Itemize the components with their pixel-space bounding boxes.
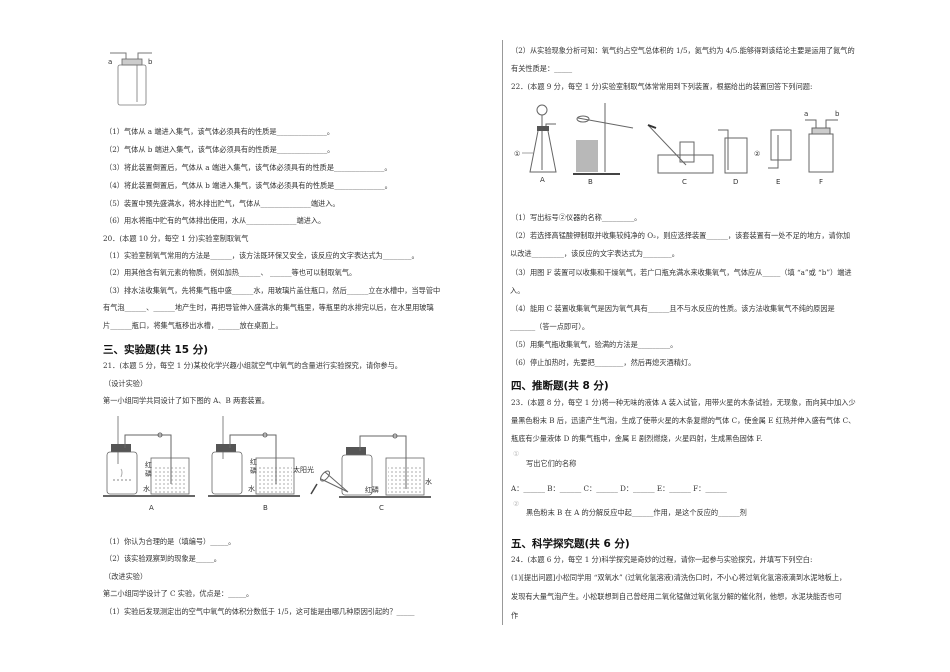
q19-item-3: （3）将此装置倒置后，气体从 a 端进入集气，该气体必须具有的性质是______… (105, 163, 392, 172)
design-label: （设计实验） (104, 379, 148, 388)
q21-item-1: （1）你认为合理的是（填编号）_____。 (105, 537, 236, 546)
design-text: 第一小组同学共同设计了如下图的 A、B 两套装置。 (103, 396, 269, 405)
svg-text:b: b (835, 110, 840, 118)
q24-line-4: 作 (511, 611, 519, 620)
section-4-heading: 四、推断题(共 8 分) (511, 380, 609, 392)
q22-title: 22．(本题 9 分，每空 1 分)实验室制取气体常常用到下列装置，根据给出的装… (511, 82, 813, 91)
fig-label-c: C (379, 504, 384, 512)
gas-bottle-figure: a b (108, 52, 153, 106)
svg-text:①: ① (514, 150, 520, 158)
svg-text:E: E (776, 178, 780, 186)
q22-item-2: （2）若选择高锰酸钾制取并收集较纯净的 O₂，则应选择装置______，该套装置… (511, 231, 851, 240)
q23-line-3: 瓶底有少量液体 D 的集气瓶中，金属 E 剧烈燃烧，火星四射，生成黑色固体 F. (511, 434, 763, 443)
svg-text:A: A (540, 176, 545, 184)
q21-title: 21．(本题 5 分，每空 1 分)某校化学兴趣小组就空气中氧气的含量进行实验探… (103, 361, 402, 370)
q19-item-6: （6）用水将瓶中贮有的气体排出使用，水从______________端进入。 (105, 216, 326, 225)
q20-title: 20．(本题 10 分，每空 1 分)实验室制取氧气 (103, 234, 249, 243)
q19-item-2: （2）气体从 b 端进入集气，该气体必须具有的性质是______________… (105, 145, 335, 154)
q22-item-4: （4）能用 C 装置收集氧气是因为氧气具有______且不与水反应的性质。该方法… (511, 304, 835, 313)
section-3-heading: 三、实验题(共 15 分) (103, 344, 209, 356)
svg-text:磷: 磷 (145, 469, 152, 478)
q22-item-2b: 以改进_________，该反应的文字表达式为________。 (510, 249, 679, 258)
label-b: b (148, 58, 153, 66)
q19-item-5: （5）装置中预先盛满水，将水排出贮气，气体从______________端进入。 (105, 199, 340, 208)
svg-text:②: ② (754, 150, 760, 158)
svg-text:红: 红 (145, 460, 152, 469)
q22-item-4b: _______（答一点即可）。 (510, 322, 590, 331)
q20-line-2: （2）用其他含有氧元素的物质，例如加热______、 ______等也可以制取氧… (105, 268, 357, 277)
sub1-circle-mark: ① (513, 450, 520, 458)
sub1-text: 写出它们的名称 (526, 459, 577, 468)
q21-cont-1: （2）从实验现象分析可知：氧气约占空气总体积的 1/5，氮气约为 4/5.能够得… (511, 46, 855, 55)
svg-text:磷: 磷 (250, 466, 257, 475)
label-a: a (108, 58, 112, 66)
q21-item-2: （2）该实验观察到的现象是_____。 (105, 554, 221, 563)
q20-line-1: （1）实验室制氧气常用的方法是______，该方法既环保又安全，该反应的文字表达… (105, 251, 419, 260)
apparatus-af-figure: ① A B C D ② E a b F (514, 103, 840, 186)
q19-item-4: （4）将此装置倒置后，气体从 b 端进入集气，该气体必须具有的性质是______… (105, 181, 392, 190)
q20-line-4: 有气泡______、______地产生时，再把导管伸入盛满水的集气瓶里，等瓶里的… (103, 303, 434, 312)
svg-text:C: C (682, 178, 687, 186)
sub2-circle-mark: ② (513, 500, 520, 508)
q19-item-1: （1）气体从 a 端进入集气，该气体必须具有的性质是______________… (105, 127, 335, 136)
q24-line-1: 24．(本题 6 分，每空 1 分)科学探究是奇妙的过程，请你一起参与实验探究，… (511, 555, 813, 564)
q23-line-2: 量黑色粉末 B 后，迅速产生气泡，生成了使带火星的木条复燃的气体 C，使金属 E… (511, 416, 856, 425)
svg-text:红: 红 (250, 457, 257, 466)
svg-text:D: D (733, 178, 738, 186)
q22-item-6: （6）停止加热时，先要把________，然后再熄灭酒精灯。 (511, 358, 696, 367)
svg-text:水: 水 (143, 484, 150, 493)
q20-line-5: 片______瓶口，将集气瓶移出水槽，______放在桌面上。 (103, 321, 283, 330)
q22-item-1: （1）写出标号②仪器的名称_________。 (511, 213, 642, 222)
q23-line-1: 23．(本题 8 分，每空 1 分)将一种无味的液体 A 装入试管，用带火星的木… (511, 398, 856, 407)
improve-label: （改进实验） (104, 572, 148, 581)
section-5-heading: 五、科学探究题(共 6 分) (511, 538, 630, 550)
sub2-text: 黑色粉末 B 在 A 的分解反应中起______作用，是这个反应的______剂 (526, 508, 747, 517)
svg-text:B: B (588, 178, 593, 186)
fig-label-b: B (263, 504, 268, 512)
svg-text:水: 水 (248, 484, 255, 493)
svg-text:F: F (819, 178, 823, 186)
group2-text: 第二小组同学设计了 C 实验，优点是：_____。 (103, 589, 254, 598)
q23-answers: A：______ B：______ C：______ D：______ E：__… (511, 484, 727, 493)
column-divider (502, 40, 503, 625)
fig-label-a: A (149, 504, 154, 512)
svg-text:太阳光: 太阳光 (293, 465, 314, 474)
svg-text:a: a (804, 110, 808, 118)
svg-text:水: 水 (425, 477, 432, 486)
q21-c-item-1: （1）实验后发现测定出的空气中氧气的体积分数低于 1/5，这可能是由哪几种原因引… (105, 607, 415, 616)
q24-line-2: (1)[提出问题]小松同学用 “双氧水” (过氧化氢溶液)清洗伤口时，不小心将过… (511, 573, 847, 582)
experiment-abc-figure: 红 磷 水 A 红 磷 水 B 太阳光 红磷 水 C (103, 416, 432, 512)
svg-text:红磷: 红磷 (365, 485, 379, 494)
q22-item-3b: 入。 (510, 286, 525, 295)
q22-item-3: （3）用图 F 装置可以收集和干燥氧气，若广口瓶充满水来收集氧气，气体应从___… (511, 268, 852, 277)
q21-cont-2: 有关性质是：_____ (511, 64, 573, 73)
q24-line-3: 发现有大量气泡产生。小松联想到自己曾经用二氧化锰做过氧化氢分解的催化剂，他想，水… (511, 592, 842, 601)
q20-line-3: （3）排水法收集氧气，先将集气瓶中盛______水，用玻璃片盖住瓶口，然后___… (105, 286, 441, 295)
q22-item-5: （5）用集气瓶收集氧气，验满的方法是_________。 (511, 340, 678, 349)
